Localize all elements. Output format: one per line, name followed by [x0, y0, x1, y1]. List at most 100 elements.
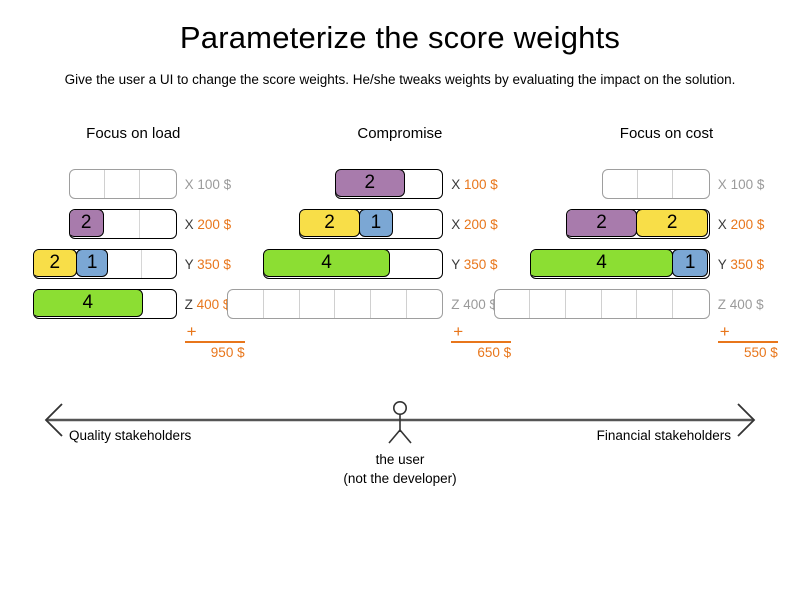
weight-bar-wrap — [227, 289, 444, 319]
row-key: Z — [451, 296, 460, 312]
row-amount: 400 $ — [729, 296, 764, 312]
weight-slider-bar[interactable]: 4 — [263, 249, 444, 279]
axis-label-left: Quality stakeholders — [69, 428, 192, 443]
row-amount: 200 $ — [197, 216, 232, 232]
row-amount: 200 $ — [730, 216, 765, 232]
weight-segment-purple[interactable]: 2 — [69, 210, 105, 237]
row-key: X — [451, 216, 461, 232]
weight-segment-green[interactable]: 4 — [530, 250, 674, 277]
sum-rule — [717, 341, 778, 343]
row-amount: 350 $ — [463, 256, 498, 272]
weight-slider-bar[interactable]: 2 — [68, 209, 177, 239]
row-key: Z — [717, 296, 727, 312]
weight-slot-empty[interactable] — [140, 210, 176, 238]
column-total-inner: +950 $ — [184, 323, 259, 360]
weight-slot-empty[interactable] — [108, 250, 142, 278]
sum-rule — [184, 341, 245, 343]
row-cost-label: X 100 $ — [451, 177, 525, 192]
weight-slot-empty[interactable] — [495, 290, 531, 318]
axis-label-right: Financial stakeholders — [596, 428, 731, 443]
weight-slider-bar[interactable]: 4 — [32, 289, 177, 319]
weight-slot-empty[interactable] — [140, 170, 175, 198]
row-key: Z — [184, 296, 193, 312]
weight-slot-empty[interactable] — [566, 290, 602, 318]
row-key: X — [184, 216, 194, 232]
row-cost-label: Z 400 $ — [451, 297, 525, 312]
weight-slot-empty[interactable] — [105, 170, 141, 198]
user-caption-line2: (not the developer) — [343, 471, 457, 486]
row-amount: 400 $ — [196, 296, 231, 312]
user-caption: the user (not the developer) — [0, 450, 800, 488]
weight-slider-bar[interactable] — [227, 289, 444, 319]
weight-row: Z 400 $ — [493, 284, 800, 324]
sum-total-value: 550 $ — [743, 344, 778, 360]
weight-bar-wrap: 4 — [263, 249, 444, 279]
row-amount: 100 $ — [463, 176, 498, 192]
weight-slot-empty[interactable] — [673, 290, 709, 318]
weight-segment-yellow[interactable]: 2 — [300, 210, 361, 237]
weight-slot-empty[interactable] — [228, 290, 264, 318]
weight-slot-empty[interactable] — [673, 170, 708, 198]
weight-slot-empty[interactable] — [530, 290, 567, 318]
weight-bar-wrap — [493, 289, 710, 319]
weight-slot-empty[interactable] — [638, 170, 674, 198]
stakeholder-axis: Quality stakeholders Financial stakehold… — [0, 398, 800, 518]
row-key: X — [451, 176, 461, 192]
row-key: X — [184, 176, 194, 192]
weight-segment-blue[interactable]: 1 — [358, 210, 393, 237]
weight-slot-empty[interactable] — [407, 290, 443, 318]
weight-row: X 100 $ — [0, 164, 267, 204]
weight-slot-empty[interactable] — [637, 290, 674, 318]
weight-segment-green[interactable]: 4 — [33, 290, 144, 317]
weight-slot-empty[interactable] — [371, 290, 407, 318]
row-amount: 400 $ — [463, 296, 497, 312]
weight-segment-green[interactable]: 4 — [264, 250, 391, 277]
weight-slot-empty[interactable] — [70, 170, 105, 198]
row-cost-label: Z 400 $ — [718, 297, 792, 312]
weight-slider-bar[interactable] — [68, 169, 177, 199]
weight-slot-empty[interactable] — [393, 210, 442, 238]
weight-slot-empty[interactable] — [142, 250, 175, 278]
weight-segment-purple[interactable]: 2 — [336, 170, 405, 197]
weight-slot-empty[interactable] — [405, 170, 443, 198]
weight-slot-empty[interactable] — [390, 250, 442, 278]
weight-slider-bar[interactable] — [493, 289, 710, 319]
row-cost-label: Z 400 $ — [185, 297, 259, 312]
weight-slot-empty[interactable] — [143, 290, 175, 318]
weight-segment-blue[interactable]: 1 — [672, 250, 709, 277]
weight-segment-blue[interactable]: 1 — [76, 250, 109, 277]
sum-plus-sign: + — [453, 322, 464, 341]
column-total-inner: +650 $ — [451, 322, 525, 360]
weight-slot-empty[interactable] — [264, 290, 300, 318]
weight-segment-yellow[interactable]: 2 — [636, 210, 709, 237]
weight-row: 4 Y 350 $ — [263, 244, 534, 284]
row-cost-label: Y 350 $ — [451, 257, 525, 272]
page-title: Parameterize the score weights — [179, 20, 621, 55]
weight-segment-purple[interactable]: 2 — [566, 210, 638, 237]
sum-plus-sign: + — [719, 322, 730, 341]
weight-slot-empty[interactable] — [104, 210, 140, 238]
weight-slot-empty[interactable] — [335, 290, 371, 318]
row-key: Y — [184, 256, 194, 272]
weight-slider-bar[interactable] — [601, 169, 710, 199]
weight-slider-bar[interactable]: 2 — [335, 169, 444, 199]
user-caption-line1: the user — [375, 452, 425, 467]
weight-slot-empty[interactable] — [300, 290, 336, 318]
row-key: X — [717, 176, 727, 192]
weight-segment-yellow[interactable]: 2 — [33, 250, 78, 277]
weight-bar-wrap: 2 — [68, 209, 177, 239]
weight-slot-empty[interactable] — [602, 290, 638, 318]
weight-slot-empty[interactable] — [603, 170, 639, 198]
row-cost-label: X 200 $ — [451, 217, 525, 232]
row-amount: 350 $ — [730, 256, 765, 272]
axis-arrow-icon — [44, 401, 756, 444]
